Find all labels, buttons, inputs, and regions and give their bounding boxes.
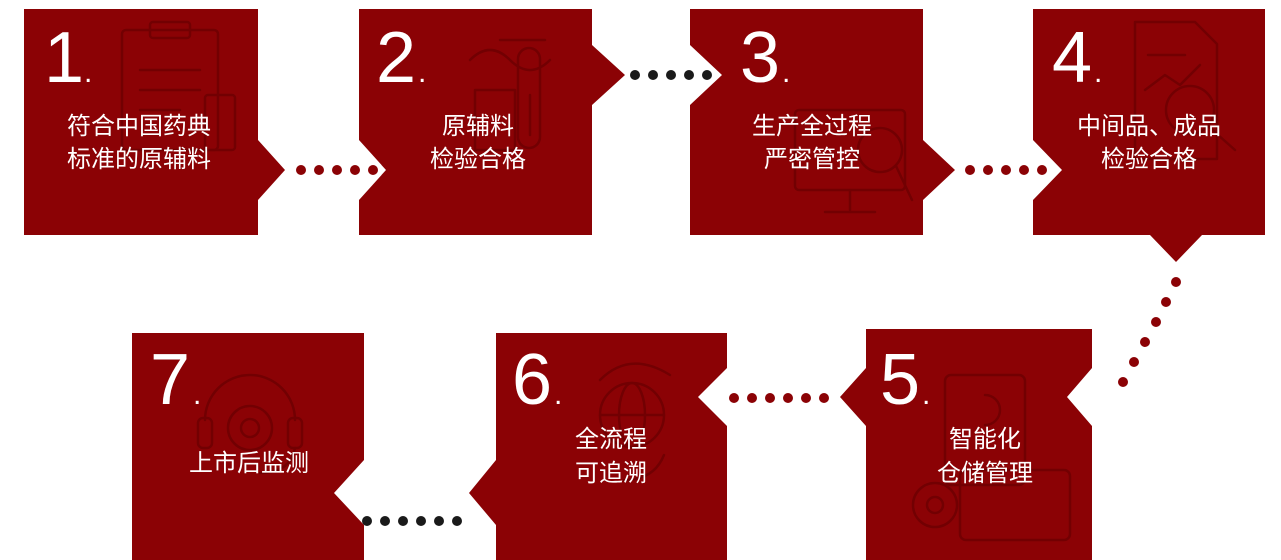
step-2-label-line-2: 检验合格 [430,145,526,173]
step-6-number: 6 [512,340,552,420]
report-magnifier-icon [1133,20,1237,161]
step-5-label-line-1: 智能化 [949,425,1021,453]
step-4-label-line-1: 中间品、成品 [1077,112,1221,140]
step-1-label-line-2: 标准的原辅料 [67,145,211,173]
step-5-number: 5 [880,340,920,420]
step-4-label-line-2: 检验合格 [1101,145,1197,173]
warehouse-lock-icon [911,373,1072,542]
step-1-dot: . [84,56,92,89]
step-2-label-line-1: 原辅料 [442,112,514,140]
step-4-box: 4 . 中间品、成品 检验合格 [1033,9,1265,262]
step-7-number: 7 [150,340,190,420]
step-7-box: 7 . 上市后监测 [132,333,364,560]
monitor-magnifier-icon [793,108,914,214]
step-4-dot: . [1094,56,1102,89]
step-6-label-line-1: 全流程 [575,425,647,453]
step-7-dot: . [193,378,201,411]
step-1-label-line-1: 符合中国药典 [67,112,211,140]
step-3-dot: . [782,56,790,89]
step-4-number: 4 [1052,18,1092,98]
connector-3-4 [965,165,1047,175]
globe-arrows-icon [598,362,672,482]
step-6-dot: . [554,378,562,411]
step-6-box: 6 . 全流程 可追溯 [469,333,727,560]
step-5-label-line-2: 仓储管理 [937,459,1033,487]
connector-2-3 [630,70,712,80]
step-6-shape [469,333,727,560]
step-3-label-line-2: 严密管控 [764,145,860,173]
step-5-box: 5 . 智能化 仓储管理 [840,329,1092,560]
step-2-box: 2 . 原辅料 检验合格 [359,9,625,235]
step-6-label-line-2: 可追溯 [575,459,647,487]
clipboard-icon [120,20,237,152]
step-1-number: 1 [44,18,84,98]
step-2-number: 2 [376,18,416,98]
connector-1-2 [296,165,378,175]
step-3-label-line-1: 生产全过程 [752,112,872,140]
headset-gear-icon [196,373,304,475]
step-3-number: 3 [740,18,780,98]
connector-4-5 [1118,277,1181,387]
step-3-box: 3 . 生产全过程 严密管控 [690,9,955,235]
step-7-shape [132,333,364,560]
step-2-dot: . [418,56,426,89]
connector-6-7 [362,516,462,526]
test-tube-icon [468,38,552,152]
connector-5-6 [729,393,829,403]
step-1-box: 1 . 符合中国药典 标准的原辅料 [24,9,285,235]
step-5-dot: . [922,378,930,411]
step-7-label-line-1: 上市后监测 [189,449,309,477]
step-4-shape [1033,9,1265,262]
step-3-shape [690,9,955,235]
step-2-shape [359,9,625,235]
step-5-shape [840,329,1092,560]
step-1-shape [24,9,285,235]
